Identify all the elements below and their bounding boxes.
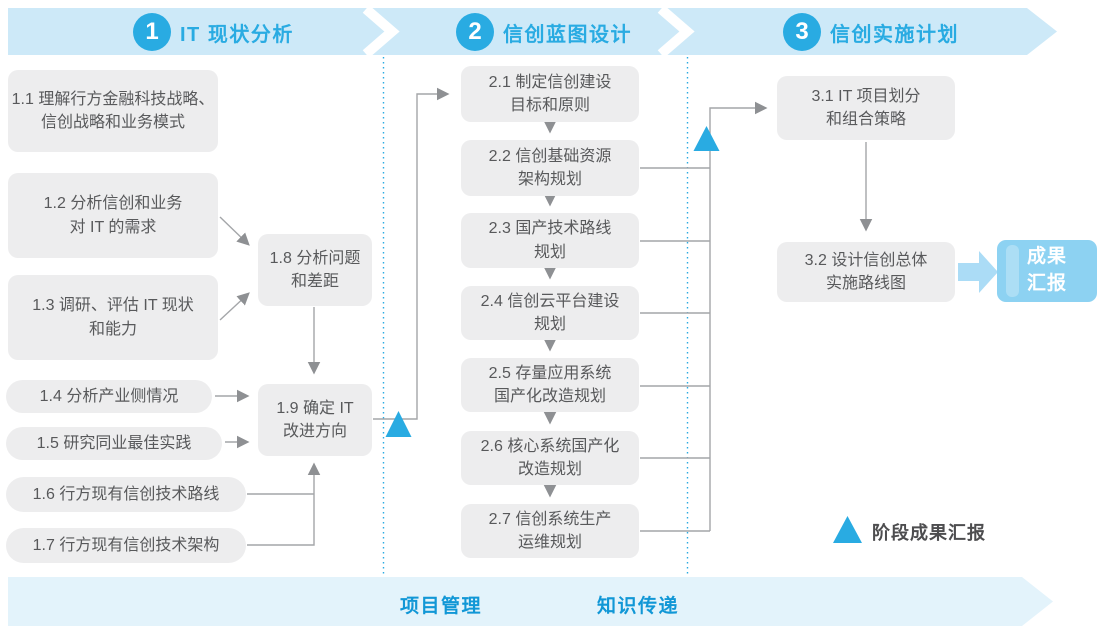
step-box-2-3: 2.3 国产技术路线 规划 <box>461 213 639 268</box>
step-box-3-1: 3.1 IT 项目划分 和组合策略 <box>777 76 955 140</box>
step-box-2-2: 2.2 信创基础资源 架构规划 <box>461 140 639 196</box>
step-box-1-4: 1.4 分析产业侧情况 <box>6 380 212 413</box>
band-chevron-2-icon <box>657 5 695 58</box>
bottom-band <box>8 577 1053 626</box>
legend-triangle-icon <box>833 516 862 543</box>
phase-title: 信创实施计划 <box>830 23 959 46</box>
step-box-2-5: 2.5 存量应用系统 国产化改造规划 <box>461 358 639 412</box>
result-report-box: 成果 汇报 <box>997 240 1097 302</box>
step-box-1-5: 1.5 研究同业最佳实践 <box>6 427 222 460</box>
result-box-highlight-stripe <box>1006 245 1019 297</box>
step-box-1-7: 1.7 行方现有信创技术架构 <box>6 528 246 563</box>
step-box-1-1: 1.1 理解行方金融科技战略、 信创战略和业务模式 <box>8 70 218 152</box>
result-arrow-icon <box>958 251 998 293</box>
phase-header-1: 1 IT 现状分析 <box>133 13 294 51</box>
phase-title: 信创蓝图设计 <box>503 23 632 46</box>
step-box-2-6: 2.6 核心系统国产化 改造规划 <box>461 431 639 485</box>
bottom-band-label-project-management: 项目管理 <box>400 596 483 617</box>
step-box-2-1: 2.1 制定信创建设 目标和原则 <box>461 66 639 122</box>
step-box-1-9: 1.9 确定 IT 改进方向 <box>258 384 372 456</box>
step-box-1-6: 1.6 行方现有信创技术路线 <box>6 477 246 512</box>
step-box-3-2: 3.2 设计信创总体 实施路线图 <box>777 242 955 302</box>
phase-number-badge: 3 <box>783 13 821 51</box>
bottom-band-label-knowledge-transfer: 知识传递 <box>597 596 680 617</box>
phase-number-badge: 2 <box>456 13 494 51</box>
legend-label: 阶段成果汇报 <box>872 523 986 543</box>
milestone-triangle-1-icon <box>385 411 412 437</box>
phase-title: IT 现状分析 <box>180 23 294 46</box>
step-box-2-4: 2.4 信创云平台建设 规划 <box>461 286 639 340</box>
step-box-1-8: 1.8 分析问题 和差距 <box>258 234 372 306</box>
step-box-1-3: 1.3 调研、评估 IT 现状 和能力 <box>8 275 218 360</box>
step-box-1-2: 1.2 分析信创和业务 对 IT 的需求 <box>8 173 218 258</box>
result-report-label: 成果 汇报 <box>1026 246 1067 294</box>
band-chevron-1-icon <box>362 5 400 58</box>
phase-header-3: 3 信创实施计划 <box>783 13 959 51</box>
step-box-2-7: 2.7 信创系统生产 运维规划 <box>461 504 639 558</box>
milestone-triangle-2-icon <box>693 126 720 151</box>
phase-header-2: 2 信创蓝图设计 <box>456 13 632 51</box>
phase-number-badge: 1 <box>133 13 171 51</box>
